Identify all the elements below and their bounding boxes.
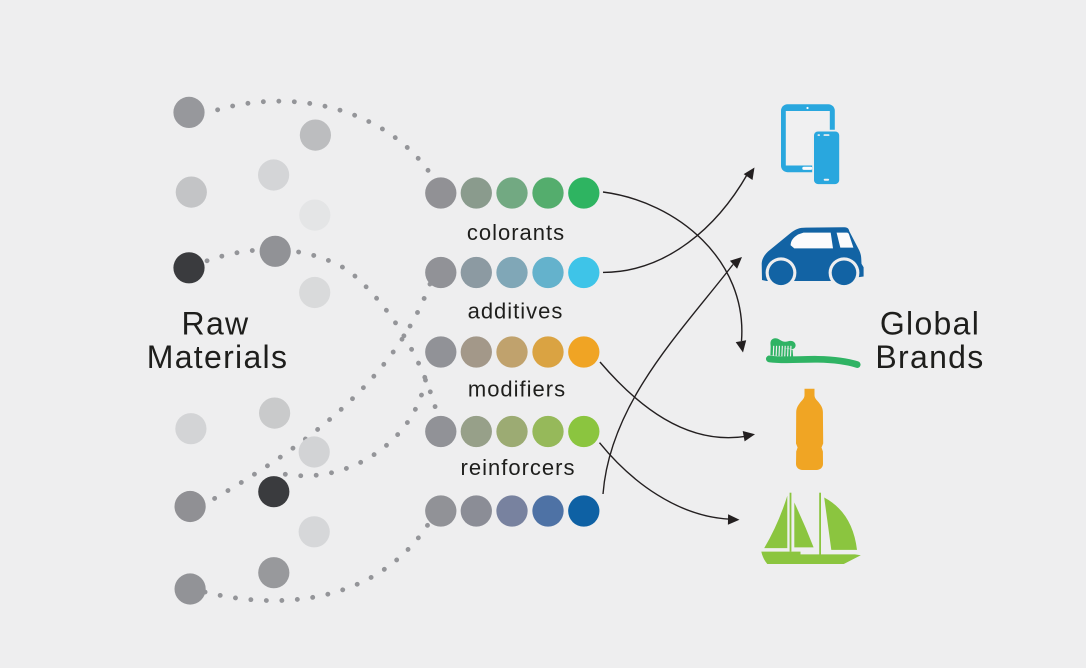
svg-text:modifiers: modifiers (468, 377, 566, 402)
svg-text:Raw: Raw (182, 305, 250, 341)
svg-text:colorants: colorants (467, 220, 565, 245)
svg-text:Brands: Brands (875, 339, 984, 375)
svg-text:Materials: Materials (147, 339, 289, 375)
svg-text:Global: Global (880, 305, 980, 341)
svg-text:additives: additives (468, 298, 564, 323)
svg-text:reinforcers: reinforcers (461, 455, 576, 480)
